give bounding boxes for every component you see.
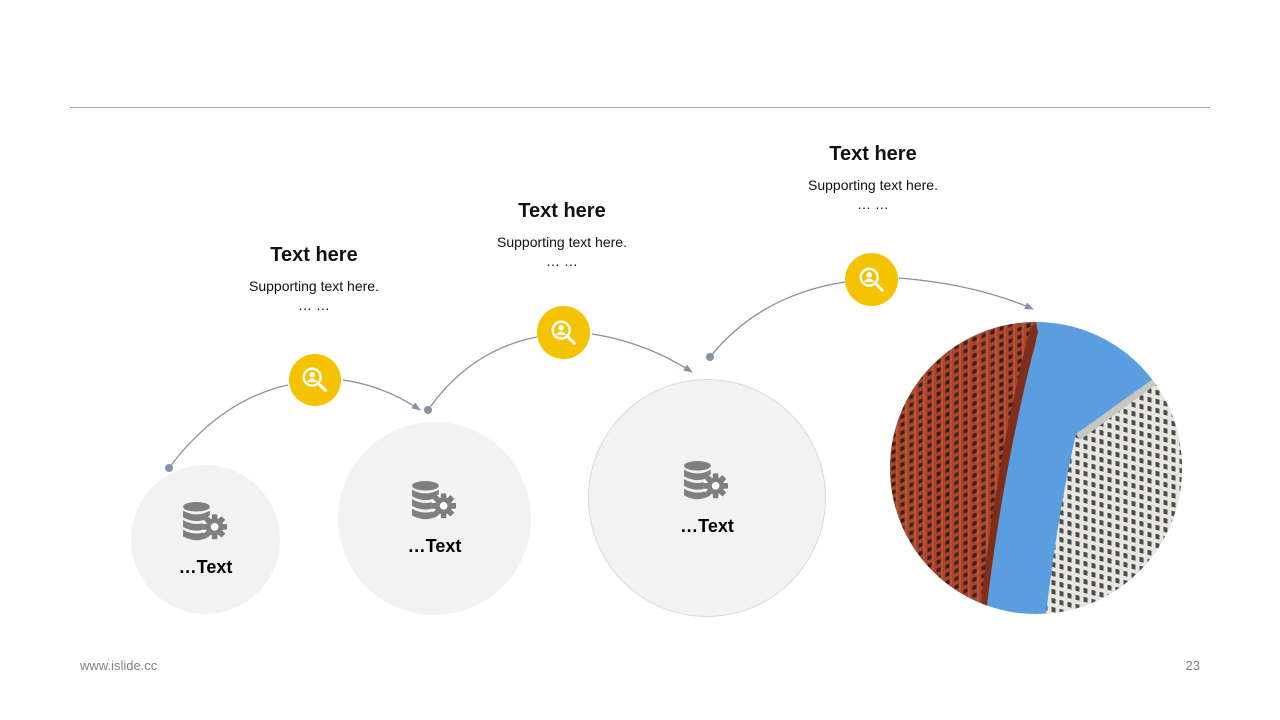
person-search-icon <box>857 265 887 295</box>
step-1-heading: Text here <box>270 244 358 266</box>
step-1-ellipsis: … … <box>298 297 330 313</box>
connector-arc-3 <box>709 281 846 358</box>
step-3-ellipsis: … … <box>857 196 889 212</box>
connector-arc-2b <box>591 333 693 373</box>
connector-arc-3b <box>898 277 1034 310</box>
connector-arc-1 <box>168 384 289 469</box>
step-2-textblock: Text here Supporting text here. … … <box>442 199 682 269</box>
step-2-marker <box>537 306 590 359</box>
step-2-heading: Text here <box>518 200 606 222</box>
step-1-marker <box>289 354 341 406</box>
step-3-support: Supporting text here. <box>808 177 938 193</box>
step-3-heading: Text here <box>829 143 917 165</box>
step-2-support: Supporting text here. <box>497 234 627 250</box>
step-3-marker <box>845 253 898 306</box>
person-search-icon <box>300 365 330 395</box>
database-gear-icon <box>182 501 230 545</box>
step-3-textblock: Text here Supporting text here. … … <box>753 142 993 212</box>
connector-arc-2 <box>427 336 538 411</box>
database-gear-icon <box>411 480 459 524</box>
top-divider <box>70 107 1210 108</box>
connector-arc-1b <box>342 379 421 411</box>
building-facade-photo <box>890 322 1182 614</box>
person-search-icon <box>549 318 579 348</box>
step-1-circle: …Text <box>131 465 280 614</box>
step-1-label: …Text <box>178 557 233 577</box>
step-1-support: Supporting text here. <box>249 278 379 294</box>
connector-start-dot-1 <box>165 464 173 472</box>
page-number: 23 <box>1185 658 1200 673</box>
database-gear-icon <box>683 460 731 504</box>
connector-start-dot-3 <box>706 353 714 361</box>
footer-website: www.islide.cc <box>80 658 158 673</box>
step-3-label: …Text <box>680 515 734 536</box>
step-2-circle: …Text <box>338 422 531 615</box>
step-2-label: …Text <box>407 536 462 556</box>
connector-start-dot-2 <box>424 406 432 414</box>
step-1-textblock: Text here Supporting text here. … … <box>194 243 434 313</box>
step-2-ellipsis: … … <box>546 253 578 269</box>
step-3-circle: …Text <box>588 379 826 617</box>
